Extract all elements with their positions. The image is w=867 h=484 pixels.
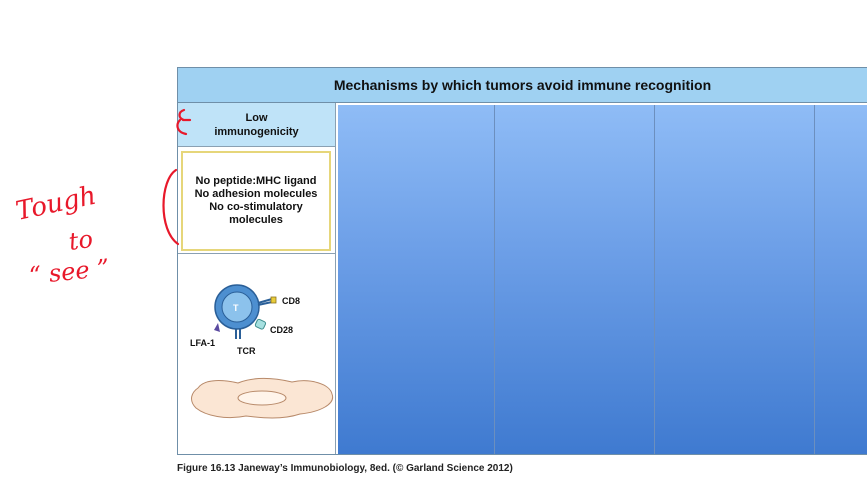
column-heading-line1: Low [245,111,268,124]
figure-frame: Mechanisms by which tumors avoid immune … [177,67,867,455]
mechanism-description: No peptide:MHC ligand No adhesion molecu… [181,151,331,251]
tumor-cell-icon [191,377,334,419]
annotation-line3: “ see ” [28,254,111,290]
desc-line-3: No co-stimulatory [209,201,303,213]
panel-divider-3 [814,105,815,454]
covered-panel [338,105,867,454]
column-heading: Low immunogenicity [178,103,335,147]
lfa1-label: LFA-1 [190,338,215,348]
handwritten-bracket [162,108,192,246]
column-divider [178,253,335,254]
desc-line-1: No peptide:MHC ligand [195,175,317,187]
desc-line-2: No adhesion molecules [194,188,318,200]
t-cell-label: T [233,303,239,313]
desc-line-4: molecules [229,214,283,226]
panel-divider-1 [494,105,495,454]
tcr-label: TCR [237,346,256,356]
figure-caption: Figure 16.13 Janeway’s Immunobiology, 8e… [177,463,513,474]
t-cell-icon [214,284,277,339]
annotation-line1: Tough [13,181,99,227]
panel-divider-2 [654,105,655,454]
cd8-label: CD8 [282,296,300,306]
cd28-label: CD28 [270,325,293,335]
low-immunogenicity-column: Low immunogenicity No peptide:MHC ligand… [178,103,336,454]
column-heading-line2: immunogenicity [214,125,299,138]
figure-title: Mechanisms by which tumors avoid immune … [178,68,867,103]
annotation-line2: to [67,225,95,256]
